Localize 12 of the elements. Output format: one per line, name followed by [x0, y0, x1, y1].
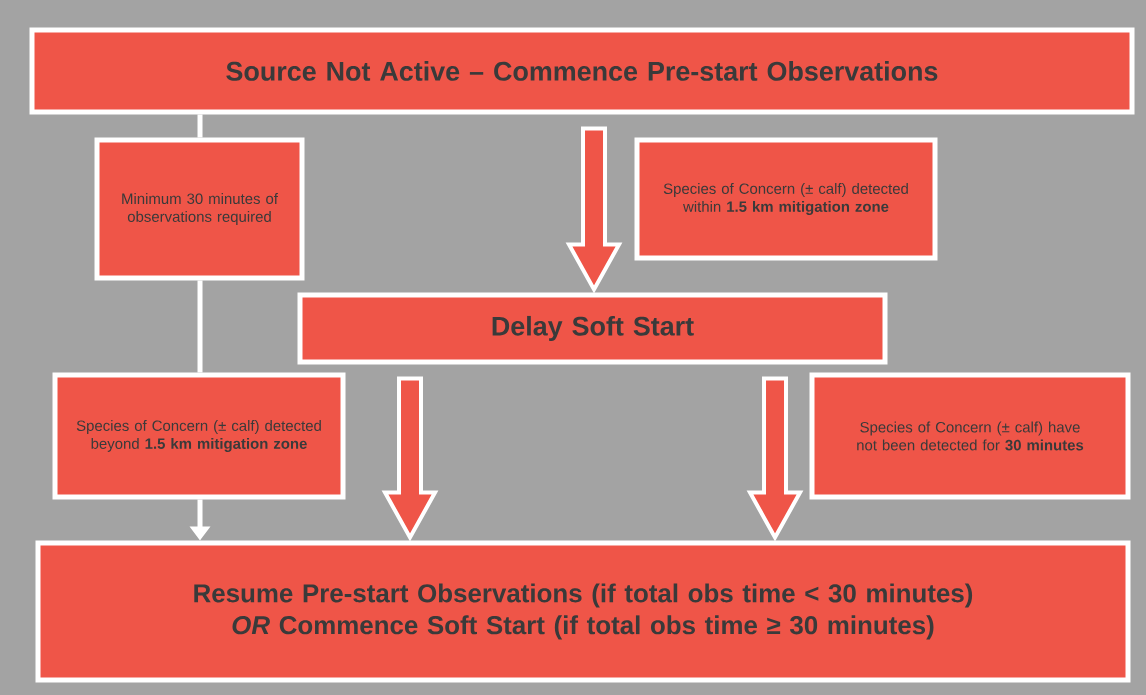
note-box: Species of Concern (± calf) detected beyond 1.5 km mitigation zone: [52, 372, 346, 500]
connector-line: [197, 280, 203, 373]
note-box: Species of Concern (± calf) detected within 1.5 km mitigation zone: [634, 137, 938, 261]
block-arrow: [746, 376, 804, 542]
process-box: Delay Soft Start: [297, 292, 888, 365]
note-box: Species of Concern (± calf) have not been detected for 30 minutes: [809, 372, 1131, 500]
process-box: Resume Pre-start Observations (if total obs time < 30 minutes) OR Commence Soft Start (if total obs time ≥ 30 minutes): [35, 540, 1131, 683]
connector-line: [197, 114, 203, 138]
block-arrow: [381, 376, 439, 542]
block-arrow: [565, 126, 623, 294]
process-box: Source Not Active – Commence Pre-start Observations: [29, 27, 1135, 115]
note-box: Minimum 30 minutes of observations required: [94, 137, 305, 281]
